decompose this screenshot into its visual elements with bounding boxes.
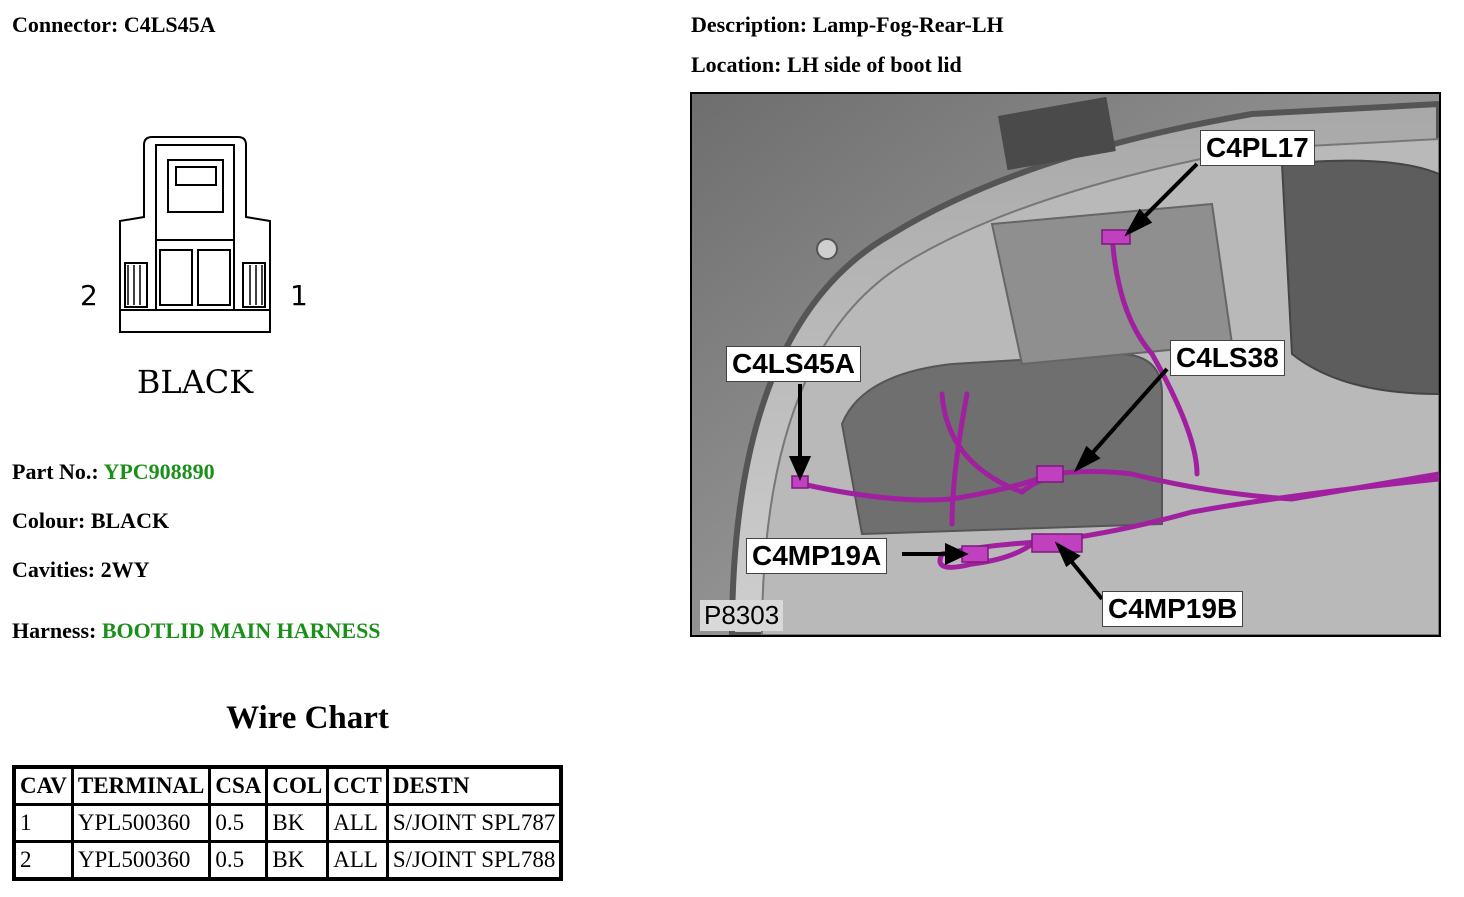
part-no-label: Part No.: xyxy=(12,459,99,484)
cavities-label: Cavities: xyxy=(12,557,96,582)
part-no-field: Part No.: YPC908890 xyxy=(12,459,215,485)
cell-terminal: YPL500360 xyxy=(70,840,212,881)
col-cct: CCT xyxy=(326,765,389,806)
location-photo: C4PL17 C4LS45A C4LS38 C4MP19A C4MP19B P8… xyxy=(690,92,1441,637)
description-value: Lamp-Fog-Rear-LH xyxy=(812,12,1004,37)
cell-terminal: YPL500360 xyxy=(70,803,212,843)
callout-c4pl17: C4PL17 xyxy=(1200,130,1315,166)
location-label: Location: xyxy=(691,52,782,77)
harness-field: Harness: BOOTLID MAIN HARNESS xyxy=(12,618,381,644)
cell-csa: 0.5 xyxy=(208,840,269,881)
description-field: Description: Lamp-Fog-Rear-LH xyxy=(691,12,1004,38)
location-value: LH side of boot lid xyxy=(786,52,962,77)
callout-c4ls38: C4LS38 xyxy=(1170,340,1285,376)
col-csa: CSA xyxy=(208,765,269,806)
photo-reference-label: P8303 xyxy=(700,600,784,631)
cell-col: BK xyxy=(265,840,330,881)
col-terminal: TERMINAL xyxy=(70,765,212,806)
table-row: 2 YPL500360 0.5 BK ALL S/JOINT SPL788 xyxy=(12,840,563,881)
cell-cav: 1 xyxy=(12,803,74,843)
callout-c4mp19b: C4MP19B xyxy=(1102,591,1244,627)
connector-value: C4LS45A xyxy=(123,12,216,37)
part-no-link[interactable]: YPC908890 xyxy=(103,459,215,484)
harness-link[interactable]: BOOTLID MAIN HARNESS xyxy=(101,618,381,643)
harness-label: Harness: xyxy=(12,618,97,643)
location-field: Location: LH side of boot lid xyxy=(691,52,962,78)
col-col: COL xyxy=(265,765,330,806)
callout-c4mp19a: C4MP19A xyxy=(746,538,888,574)
description-label: Description: xyxy=(691,12,808,37)
pin-2-label: 2 xyxy=(80,279,98,312)
col-cav: CAV xyxy=(12,765,74,806)
callout-c4ls45a: C4LS45A xyxy=(726,346,861,382)
connector-face-diagram: 2 1 BLACK xyxy=(80,136,308,401)
connector-field: Connector: C4LS45A xyxy=(12,12,216,38)
wire-chart-title: Wire Chart xyxy=(226,700,389,736)
wire-chart-table: CAV TERMINAL CSA COL CCT DESTN 1 YPL5003… xyxy=(12,765,564,881)
cell-csa: 0.5 xyxy=(208,803,269,843)
cell-cav: 2 xyxy=(12,840,74,881)
cell-col: BK xyxy=(265,803,330,843)
pin-1-label: 1 xyxy=(290,279,308,312)
cavities-field: Cavities: 2WY xyxy=(12,557,149,583)
col-destn: DESTN xyxy=(385,765,563,806)
connector-colour-caption: BLACK xyxy=(137,363,254,401)
cell-cct: ALL xyxy=(326,840,389,881)
cell-cct: ALL xyxy=(326,803,389,843)
table-row: 1 YPL500360 0.5 BK ALL S/JOINT SPL787 xyxy=(12,803,563,843)
wire-chart-header-row: CAV TERMINAL CSA COL CCT DESTN xyxy=(12,765,563,806)
colour-field: Colour: BLACK xyxy=(12,508,169,534)
cell-destn: S/JOINT SPL787 xyxy=(385,803,563,843)
connector-label: Connector: xyxy=(12,12,119,37)
cavities-value: 2WY xyxy=(100,557,150,582)
colour-value: BLACK xyxy=(90,508,170,533)
cell-destn: S/JOINT SPL788 xyxy=(385,840,563,881)
colour-label: Colour: xyxy=(12,508,86,533)
